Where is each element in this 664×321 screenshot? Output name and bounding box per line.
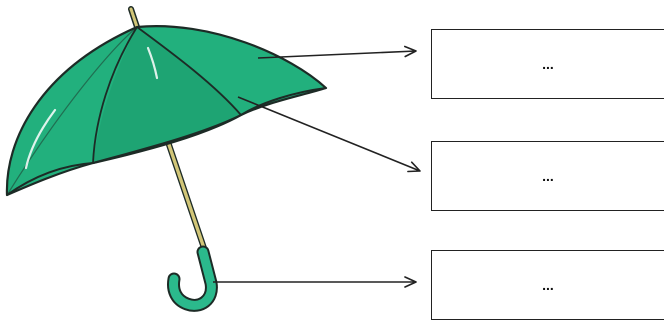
rib-label-box: ...: [431, 141, 664, 211]
umbrella-handle: [174, 252, 212, 305]
umbrella-tip: [131, 9, 137, 27]
canopy-label-box: ...: [431, 29, 664, 99]
umbrella-canopy: [7, 26, 326, 195]
handle-label-text: ...: [542, 277, 554, 293]
rib-label-text: ...: [542, 168, 554, 184]
handle-label-box: ...: [431, 250, 664, 320]
arrow-to-rib-label: [238, 97, 420, 171]
umbrella-shaft: [164, 130, 206, 254]
arrow-to-canopy-label: [258, 51, 416, 58]
canopy-label-text: ...: [542, 56, 554, 72]
